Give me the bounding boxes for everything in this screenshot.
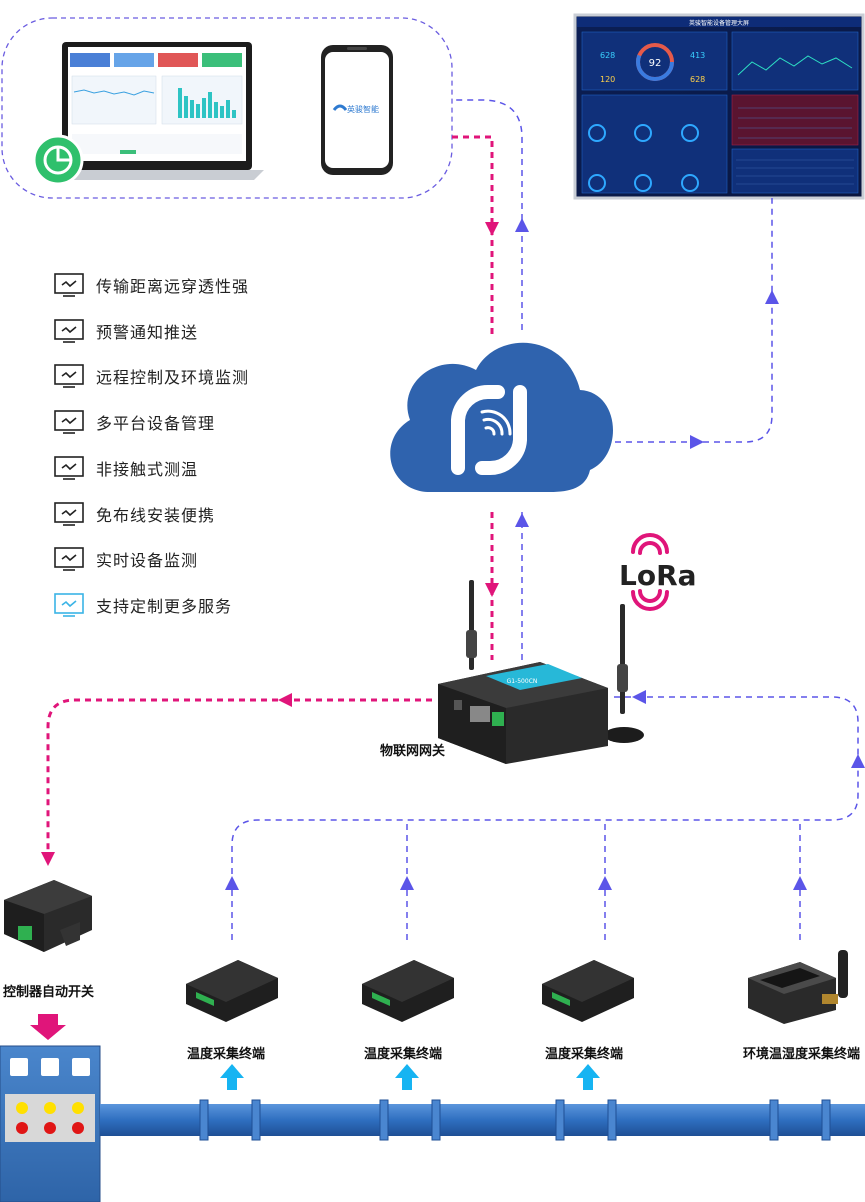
feature-item: 多平台设备管理 bbox=[54, 407, 215, 437]
terminal-label: 环境温湿度采集终端 bbox=[743, 1047, 861, 1062]
terminal-label: 温度采集终端 bbox=[187, 1047, 266, 1062]
arrow-up-icon bbox=[395, 1064, 419, 1090]
feature-item: 预警通知推送 bbox=[54, 316, 198, 346]
feature-label: 免布线安装便携 bbox=[96, 505, 216, 525]
phone-image: 英骏智能 bbox=[321, 45, 393, 175]
temperature-sensor bbox=[542, 960, 634, 1022]
arrow-right-icon bbox=[690, 435, 704, 449]
feature-item: 实时设备监测 bbox=[54, 544, 198, 574]
feature-item: 远程控制及环境监测 bbox=[54, 361, 249, 391]
control-panel bbox=[0, 1045, 101, 1202]
dashboard-value: 628 bbox=[690, 75, 705, 84]
arrow-up-icon bbox=[400, 876, 414, 890]
gateway-model-text: G1-500CN bbox=[507, 678, 538, 685]
arrow-down-icon bbox=[41, 852, 55, 866]
chart-badge-icon bbox=[32, 134, 84, 186]
feature-label: 实时设备监测 bbox=[96, 551, 199, 571]
controller-label: 控制器自动开关 bbox=[3, 985, 95, 1000]
monitor-icon bbox=[54, 501, 84, 526]
arrow-up-icon bbox=[220, 1064, 244, 1090]
feature-item: 支持定制更多服务 bbox=[54, 590, 232, 620]
dashboard-screen: 英骏智能设备管理大屏 92 628 413 120 628 bbox=[573, 13, 865, 200]
terminal-label: 温度采集终端 bbox=[545, 1047, 624, 1062]
feature-item: 非接触式测温 bbox=[54, 453, 198, 483]
feature-item: 免布线安装便携 bbox=[54, 499, 215, 529]
arrowheads bbox=[41, 218, 865, 890]
monitor-icon bbox=[54, 547, 84, 571]
arrow-up-icon bbox=[793, 876, 807, 890]
monitor-icon bbox=[54, 318, 84, 343]
monitor-icon bbox=[54, 455, 84, 480]
arrow-left-icon bbox=[278, 693, 292, 707]
arrow-up-icon bbox=[851, 754, 865, 768]
arrow-down-icon bbox=[485, 222, 499, 236]
laptop-image bbox=[50, 42, 264, 180]
arrow-up-icon bbox=[515, 513, 529, 527]
feature-label: 多平台设备管理 bbox=[96, 414, 216, 434]
dashboard-title: 英骏智能设备管理大屏 bbox=[689, 19, 749, 27]
arrow-up-icon bbox=[765, 290, 779, 304]
lora-logo: LoRa bbox=[619, 533, 697, 611]
arrow-up-icon bbox=[515, 218, 529, 232]
dashboard-gauge-value: 92 bbox=[649, 58, 662, 69]
monitor-icon bbox=[54, 273, 84, 297]
humidity-sensor bbox=[748, 950, 848, 1024]
terminal-label: 温度采集终端 bbox=[364, 1047, 443, 1062]
arrow-down-icon bbox=[485, 583, 499, 597]
cloud-platform bbox=[390, 342, 613, 492]
feature-label: 非接触式测温 bbox=[96, 459, 199, 479]
temperature-sensor bbox=[186, 960, 278, 1022]
client-frame bbox=[1, 17, 453, 199]
feature-item: 传输距离远穿透性强 bbox=[54, 270, 249, 300]
arrow-down-icon bbox=[30, 1014, 66, 1040]
arrow-left-icon bbox=[632, 690, 646, 704]
dashboard-value: 413 bbox=[690, 51, 705, 60]
dashboard-value: 628 bbox=[600, 51, 615, 60]
monitor-icon bbox=[54, 593, 84, 617]
monitor-icon bbox=[54, 410, 84, 434]
monitor-icon bbox=[54, 364, 84, 389]
lora-logo-text: LoRa bbox=[619, 559, 697, 592]
arrow-up-icon bbox=[225, 876, 239, 890]
dashboard-value: 120 bbox=[600, 75, 615, 84]
feature-label: 支持定制更多服务 bbox=[96, 596, 233, 616]
controller-device bbox=[4, 880, 92, 952]
sensor-arrows bbox=[220, 1064, 600, 1090]
phone-brand-text: 英骏智能 bbox=[347, 104, 379, 114]
arrow-up-icon bbox=[576, 1064, 600, 1090]
water-pipe bbox=[100, 1099, 865, 1141]
feature-label: 预警通知推送 bbox=[96, 322, 199, 342]
feature-label: 远程控制及环境监测 bbox=[96, 368, 250, 388]
feature-label: 传输距离远穿透性强 bbox=[96, 277, 250, 296]
gateway-label: 物联网网关 bbox=[380, 744, 446, 759]
gateway-device: G1-500CN bbox=[438, 580, 644, 764]
temperature-sensor bbox=[362, 960, 454, 1022]
arrow-up-icon bbox=[598, 876, 612, 890]
